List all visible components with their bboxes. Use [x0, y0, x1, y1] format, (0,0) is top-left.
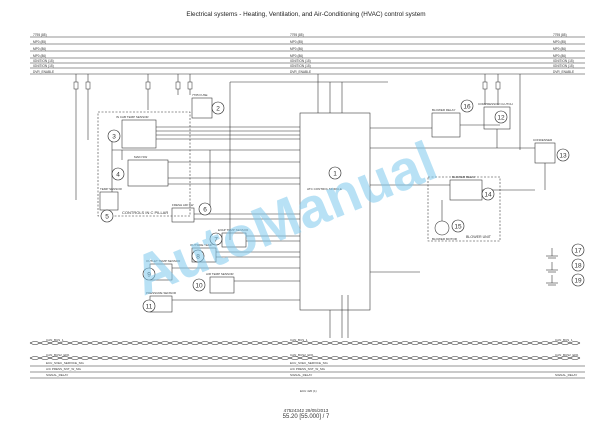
- callout-number: 11: [146, 304, 153, 311]
- component-label: 7765 FUSE: [192, 93, 208, 97]
- rail-label-mid: IGNITION (15): [290, 64, 311, 68]
- page-number: 55.20 [55.000] / 7: [282, 414, 330, 420]
- callout-number: 18: [574, 263, 582, 270]
- rail-label-mid: MP0 (86): [290, 47, 303, 51]
- module-label: ATC CONTROL MODULE: [307, 187, 342, 191]
- component-label: OUTSIDE TEMP: [190, 243, 212, 247]
- bus-label: A/C PRESS_SNT_W_SIG: [46, 367, 82, 371]
- component-label: OUTLET TEMP SENSOR: [146, 259, 181, 263]
- rail-label-right: DVR_ENABLE: [553, 70, 574, 74]
- watermark-text: AutoManual: [124, 129, 445, 307]
- rail-label-mid: MP0 (86): [290, 54, 303, 58]
- callout-number: 3: [112, 134, 116, 141]
- component-label: EVAP TEMP SENSOR: [218, 228, 249, 232]
- bus-label: SIGNAL_RELAY: [46, 373, 68, 377]
- callout-number: 1: [333, 171, 337, 178]
- rail-label-right: 7795 (85): [553, 33, 567, 37]
- bus-label: ECU_SVEC_SERVICE_SIG: [290, 361, 328, 365]
- callout-number: 4: [116, 172, 120, 179]
- component-label: AIR TEMP SENSOR: [206, 272, 234, 276]
- component-label: CONDENSER: [533, 138, 553, 142]
- bus-label: SIGNAL_RELAY: [290, 373, 312, 377]
- callout-number: 8: [196, 254, 200, 261]
- callout-number: 19: [574, 278, 582, 285]
- callout-number: 2: [216, 106, 220, 113]
- bus-label: A/C PRESS_SNT_W_SIG: [290, 367, 326, 371]
- bus-label: CAN_BUS_1: [290, 338, 308, 342]
- bottom-note: ECU 420 (1): [300, 389, 317, 393]
- callout-number: 10: [195, 283, 203, 290]
- rail-label-left: MP0 (85): [33, 40, 46, 44]
- callout-number: 7: [214, 237, 218, 244]
- rail-label-left: IGNITION (15): [33, 64, 54, 68]
- component-label: MAIN SW: [134, 155, 147, 159]
- page-title: Electrical systems - Heating, Ventilatio…: [186, 11, 426, 18]
- bus-label: ECU_SVEC_SERVICE_SIG: [46, 361, 84, 365]
- document-id: 47524342 29/05/2013: [283, 408, 329, 413]
- callout-number: 15: [454, 224, 462, 231]
- rail-label-right: MP0 (86): [553, 47, 566, 51]
- component-label: PRESSURE SENSOR: [146, 291, 177, 295]
- component-label: IN CAB TEMP SENSOR: [116, 115, 149, 119]
- rail-label-right: MP0 (85): [553, 40, 566, 44]
- rail-label-left: IGNITION (15): [33, 59, 54, 63]
- component-label: BLOWER RELAY: [432, 108, 455, 112]
- rail-label-right: IGNITION (15): [553, 64, 574, 68]
- component-label: COMPRESSOR CLUTCH: [478, 102, 513, 106]
- bus-label: CAN_BUS_1: [46, 338, 64, 342]
- rail-label-right: MP0 (86): [553, 54, 566, 58]
- bus-label: CAN_BUS2_EPA: [555, 353, 578, 357]
- rail-label-mid: DVR_ENABLE: [290, 70, 311, 74]
- rail-label-mid: MP0 (85): [290, 40, 303, 44]
- group-label: BLOWER UNIT: [466, 235, 492, 239]
- bus-label: SIGNAL_RELAY: [555, 373, 577, 377]
- callout-number: 6: [203, 207, 207, 214]
- callout-number: 16: [463, 104, 471, 111]
- component-label: BLOWER RELAY: [452, 175, 475, 179]
- rail-label-left: DVR_ENABLE: [33, 70, 54, 74]
- rail-label-left: 7795 (85): [33, 33, 47, 37]
- rail-label-left: MP0 (86): [33, 47, 46, 51]
- component-label: BLOWER MOTOR: [432, 237, 458, 241]
- callout-number: 13: [559, 153, 567, 160]
- bus-label: CAN_BUS2_EPA: [290, 353, 313, 357]
- component-label: FRESH AIR SW: [172, 203, 194, 207]
- rail-label-mid: IGNITION (15): [290, 59, 311, 63]
- callout-number: 5: [105, 214, 109, 221]
- callout-number: 17: [574, 248, 582, 255]
- rail-label-right: IGNITION (15): [553, 59, 574, 63]
- bus-label: CAN_BUS2_EPA: [46, 353, 69, 357]
- callout-number: 12: [497, 115, 505, 122]
- rail-label-left: MP0 (86): [33, 54, 46, 58]
- bus-label: CAN_BUS_1: [555, 338, 573, 342]
- callout-number: 14: [484, 192, 492, 199]
- callout-number: 9: [147, 272, 151, 279]
- rail-label-mid: 7795 (85): [290, 33, 304, 37]
- component-label: TEMP SENSOR: [100, 187, 123, 191]
- group-label: CONTROLS IN C PILLAR: [122, 210, 168, 215]
